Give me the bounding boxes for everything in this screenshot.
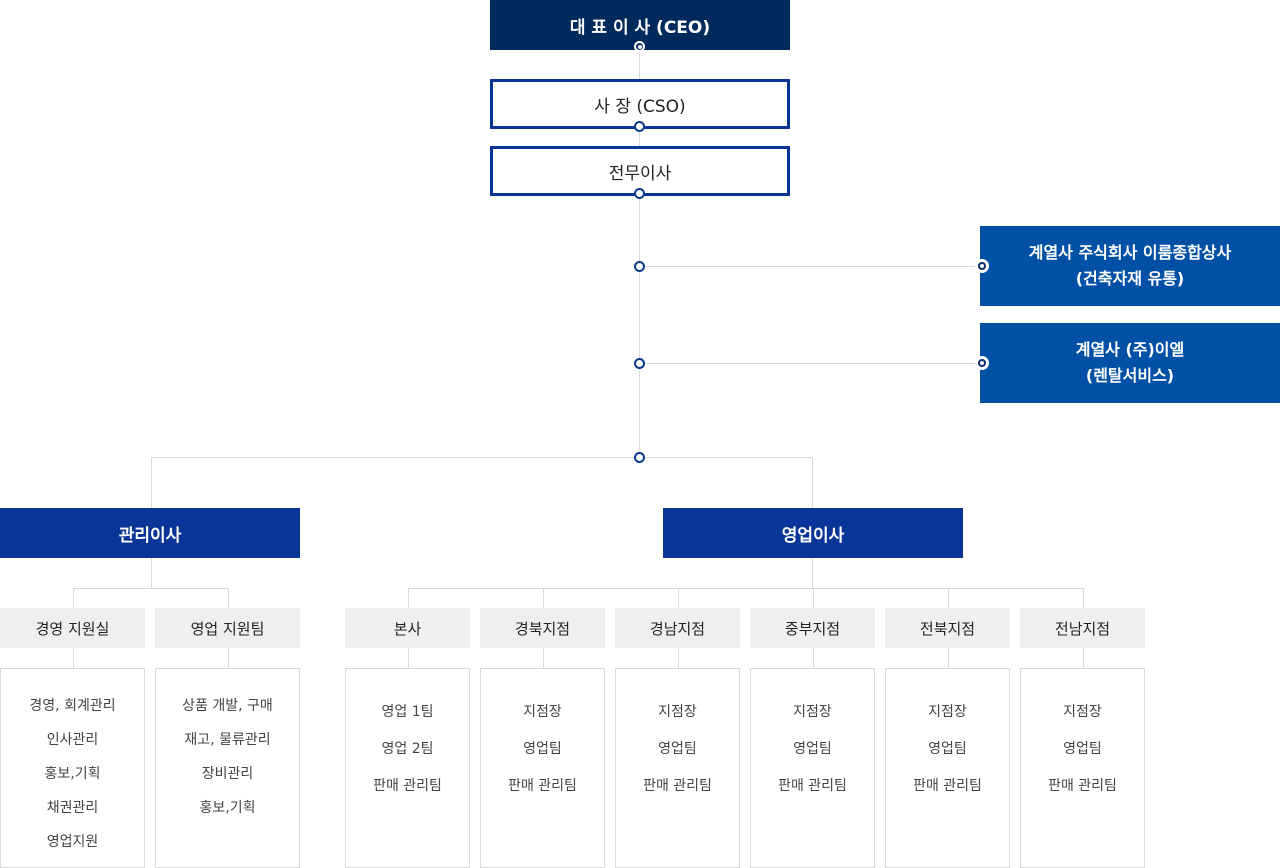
connector-branch-items-5 bbox=[948, 648, 949, 668]
connector-branch-4 bbox=[813, 588, 814, 608]
connector-dot-affiliate-1 bbox=[975, 259, 989, 273]
dept-items-sales-support: 상품 개발, 구매 재고, 물류관리 장비관리 홍보,기획 bbox=[155, 668, 300, 868]
admin-director-box: 관리이사 bbox=[0, 508, 300, 558]
affiliate-box-2: 계열사 (주)이엘 (렌탈서비스) bbox=[980, 323, 1280, 403]
sales-director-box: 영업이사 bbox=[663, 508, 963, 558]
list-item: 판매 관리팀 bbox=[643, 778, 712, 794]
branch-items-gyeongbuk: 지점장 영업팀 판매 관리팀 bbox=[480, 668, 605, 868]
connector-branch-items-6 bbox=[1083, 648, 1084, 668]
list-item: 홍보,기획 bbox=[44, 766, 101, 782]
list-item: 홍보,기획 bbox=[199, 800, 256, 816]
connector-admin-items-2 bbox=[228, 648, 229, 668]
list-item: 지점장 bbox=[523, 704, 562, 720]
connector-main-vertical bbox=[639, 50, 640, 458]
connector-admin-items-1 bbox=[73, 648, 74, 668]
list-item: 영업팀 bbox=[793, 741, 832, 757]
list-item: 영업팀 bbox=[928, 741, 967, 757]
list-item: 지점장 bbox=[793, 704, 832, 720]
dept-label: 경영 지원실 bbox=[35, 619, 110, 638]
branch-items-jeonbuk: 지점장 영업팀 판매 관리팀 bbox=[885, 668, 1010, 868]
list-item: 채권관리 bbox=[46, 800, 99, 816]
branch-label: 경북지점 bbox=[514, 619, 571, 638]
list-item: 판매 관리팀 bbox=[373, 778, 442, 794]
connector-admin-horizontal bbox=[73, 588, 229, 589]
branch-label: 중부지점 bbox=[784, 619, 841, 638]
list-item: 상품 개발, 구매 bbox=[182, 698, 273, 714]
list-item: 인사관리 bbox=[46, 732, 99, 748]
affiliate-2-line1: 계열사 (주)이엘 bbox=[1075, 339, 1185, 359]
dept-sales-support: 영업 지원팀 bbox=[155, 608, 300, 648]
branch-items-gyeongnam: 지점장 영업팀 판매 관리팀 bbox=[615, 668, 740, 868]
branch-gyeongnam: 경남지점 bbox=[615, 608, 740, 648]
connector-admin-stem bbox=[151, 558, 152, 588]
affiliate-box-1: 계열사 주식회사 이룸종합상사 (건축자재 유통) bbox=[980, 226, 1280, 306]
list-item: 판매 관리팀 bbox=[508, 778, 577, 794]
list-item: 지점장 bbox=[928, 704, 967, 720]
president-label: 사 장 (CSO) bbox=[594, 96, 686, 117]
connector-sales-stem bbox=[812, 558, 813, 588]
list-item: 영업 2팀 bbox=[381, 741, 434, 757]
list-item: 영업 1팀 bbox=[381, 704, 434, 720]
branch-items-headquarters: 영업 1팀 영업 2팀 판매 관리팀 bbox=[345, 668, 470, 868]
branch-label: 본사 bbox=[393, 619, 422, 638]
list-item: 장비관리 bbox=[201, 766, 254, 782]
connector-dot-managing-director bbox=[634, 188, 645, 199]
affiliate-1-line1: 계열사 주식회사 이룸종합상사 bbox=[1028, 242, 1232, 262]
connector-branch-3 bbox=[678, 588, 679, 608]
connector-branch-items-4 bbox=[813, 648, 814, 668]
connector-branch-5 bbox=[948, 588, 949, 608]
managing-director-label: 전무이사 bbox=[608, 163, 672, 184]
list-item: 지점장 bbox=[1063, 704, 1102, 720]
connector-dot-affiliate-2 bbox=[975, 356, 989, 370]
branch-items-jeonnam: 지점장 영업팀 판매 관리팀 bbox=[1020, 668, 1145, 868]
list-item: 판매 관리팀 bbox=[778, 778, 847, 794]
branch-headquarters: 본사 bbox=[345, 608, 470, 648]
connector-admin-dept-2 bbox=[228, 588, 229, 608]
branch-gyeongbuk: 경북지점 bbox=[480, 608, 605, 648]
branch-jeonbuk: 전북지점 bbox=[885, 608, 1010, 648]
branch-jeonnam: 전남지점 bbox=[1020, 608, 1145, 648]
connector-sales-horizontal bbox=[408, 588, 1084, 589]
connector-branch-items-1 bbox=[408, 648, 409, 668]
branch-items-jungbu: 지점장 영업팀 판매 관리팀 bbox=[750, 668, 875, 868]
admin-director-label: 관리이사 bbox=[118, 525, 182, 546]
connector-admin-down bbox=[151, 457, 152, 508]
branch-label: 전북지점 bbox=[919, 619, 976, 638]
connector-dot-ceo bbox=[634, 41, 645, 52]
sales-director-label: 영업이사 bbox=[781, 525, 845, 546]
list-item: 영업지원 bbox=[46, 834, 99, 850]
dept-label: 영업 지원팀 bbox=[190, 619, 265, 638]
connector-dot-president bbox=[634, 121, 645, 132]
connector-affiliate-1 bbox=[640, 266, 982, 267]
connector-branch-1 bbox=[408, 588, 409, 608]
list-item: 판매 관리팀 bbox=[1048, 778, 1117, 794]
list-item: 지점장 bbox=[658, 704, 697, 720]
dept-items-management-support: 경영, 회계관리 인사관리 홍보,기획 채권관리 영업지원 bbox=[0, 668, 145, 868]
connector-branch-6 bbox=[1083, 588, 1084, 608]
list-item: 재고, 물류관리 bbox=[184, 732, 271, 748]
connector-branch-2 bbox=[543, 588, 544, 608]
branch-jungbu: 중부지점 bbox=[750, 608, 875, 648]
connector-directors-horizontal bbox=[151, 457, 813, 458]
branch-label: 경남지점 bbox=[649, 619, 706, 638]
list-item: 경영, 회계관리 bbox=[29, 698, 116, 714]
list-item: 영업팀 bbox=[658, 741, 697, 757]
connector-dot-directors-branch bbox=[634, 452, 645, 463]
connector-dot-affiliate-1-branch bbox=[634, 261, 645, 272]
connector-sales-down bbox=[812, 457, 813, 508]
connector-branch-items-2 bbox=[543, 648, 544, 668]
affiliate-2-line2: (렌탈서비스) bbox=[1085, 366, 1175, 385]
connector-admin-dept-1 bbox=[73, 588, 74, 608]
ceo-label: 대 표 이 사 (CEO) bbox=[569, 17, 711, 38]
dept-management-support: 경영 지원실 bbox=[0, 608, 145, 648]
list-item: 영업팀 bbox=[523, 741, 562, 757]
list-item: 영업팀 bbox=[1063, 741, 1102, 757]
connector-dot-affiliate-2-branch bbox=[634, 358, 645, 369]
connector-branch-items-3 bbox=[678, 648, 679, 668]
list-item: 판매 관리팀 bbox=[913, 778, 982, 794]
connector-affiliate-2 bbox=[640, 363, 982, 364]
branch-label: 전남지점 bbox=[1054, 619, 1111, 638]
affiliate-1-line2: (건축자재 유통) bbox=[1075, 269, 1185, 288]
